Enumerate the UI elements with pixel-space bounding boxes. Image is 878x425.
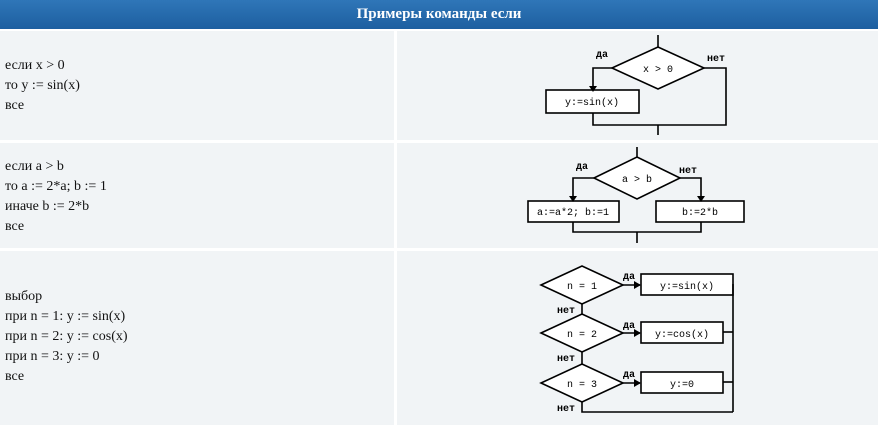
code-line: при n = 3: y := 0 [5,349,100,364]
code-line: все [5,219,25,234]
code-line: иначе b := 2*b [5,199,90,214]
action-no-label: b:=2*b [682,207,718,219]
condition-label: n = 3 [567,380,597,391]
code-line: то a := 2*a; b := 1 [5,179,107,194]
code-line: если a > b [5,159,64,174]
no-label: нет [679,166,697,177]
condition-label: a > b [622,174,652,186]
code-cell: выбор при n = 1: y := sin(x) при n = 2: … [0,251,394,425]
no-label: нет [557,306,575,317]
code-line: все [5,369,25,384]
no-label: нет [707,54,725,65]
yes-label: да [623,321,635,332]
table-row: если a > b то a := 2*a; b := 1 иначе b :… [0,143,878,248]
flowchart-if: x > 0 да нет y:=sin(x) [545,35,727,135]
yes-label: да [623,370,635,381]
no-label: нет [557,404,575,415]
action-label: y:=cos(x) [655,329,709,341]
action-yes-label: a:=a*2; b:=1 [537,207,609,219]
action-label: y:=0 [670,380,694,391]
yes-label: да [596,50,608,61]
code-line: то y := sin(x) [5,78,80,93]
flowchart-if-else: a > b да нет a:=a*2; b:=1 b:=2*b [527,147,745,243]
code-line: при n = 2: y := cos(x) [5,329,128,344]
action-label: y:=sin(x) [565,97,619,109]
code-line: выбор [5,289,43,304]
code-line: при n = 1: y := sin(x) [5,309,126,324]
table-header: Примеры команды если [0,0,878,29]
no-label: нет [557,354,575,365]
code-cell: если a > b то a := 2*a; b := 1 иначе b :… [0,143,394,248]
condition-label: x > 0 [643,65,673,76]
condition-label: n = 2 [567,330,597,341]
yes-label: да [576,162,588,173]
table-row: выбор при n = 1: y := sin(x) при n = 2: … [0,251,878,425]
action-label: y:=sin(x) [660,281,714,293]
table-row: если x > 0 то y := sin(x) все x > 0 да н… [0,31,878,140]
code-cell: если x > 0 то y := sin(x) все [0,31,394,140]
flowchart-switch: n = 1 n = 2 n = 3 да да да нет нет нет y… [539,265,734,415]
diagram-cell: x > 0 да нет y:=sin(x) [397,31,878,140]
yes-label: да [623,272,635,283]
diagram-cell: a > b да нет a:=a*2; b:=1 b:=2*b [397,143,878,248]
condition-label: n = 1 [567,282,597,293]
diagram-cell: n = 1 n = 2 n = 3 да да да нет нет нет y… [397,251,878,425]
code-line: все [5,98,25,113]
code-line: если x > 0 [5,58,65,73]
